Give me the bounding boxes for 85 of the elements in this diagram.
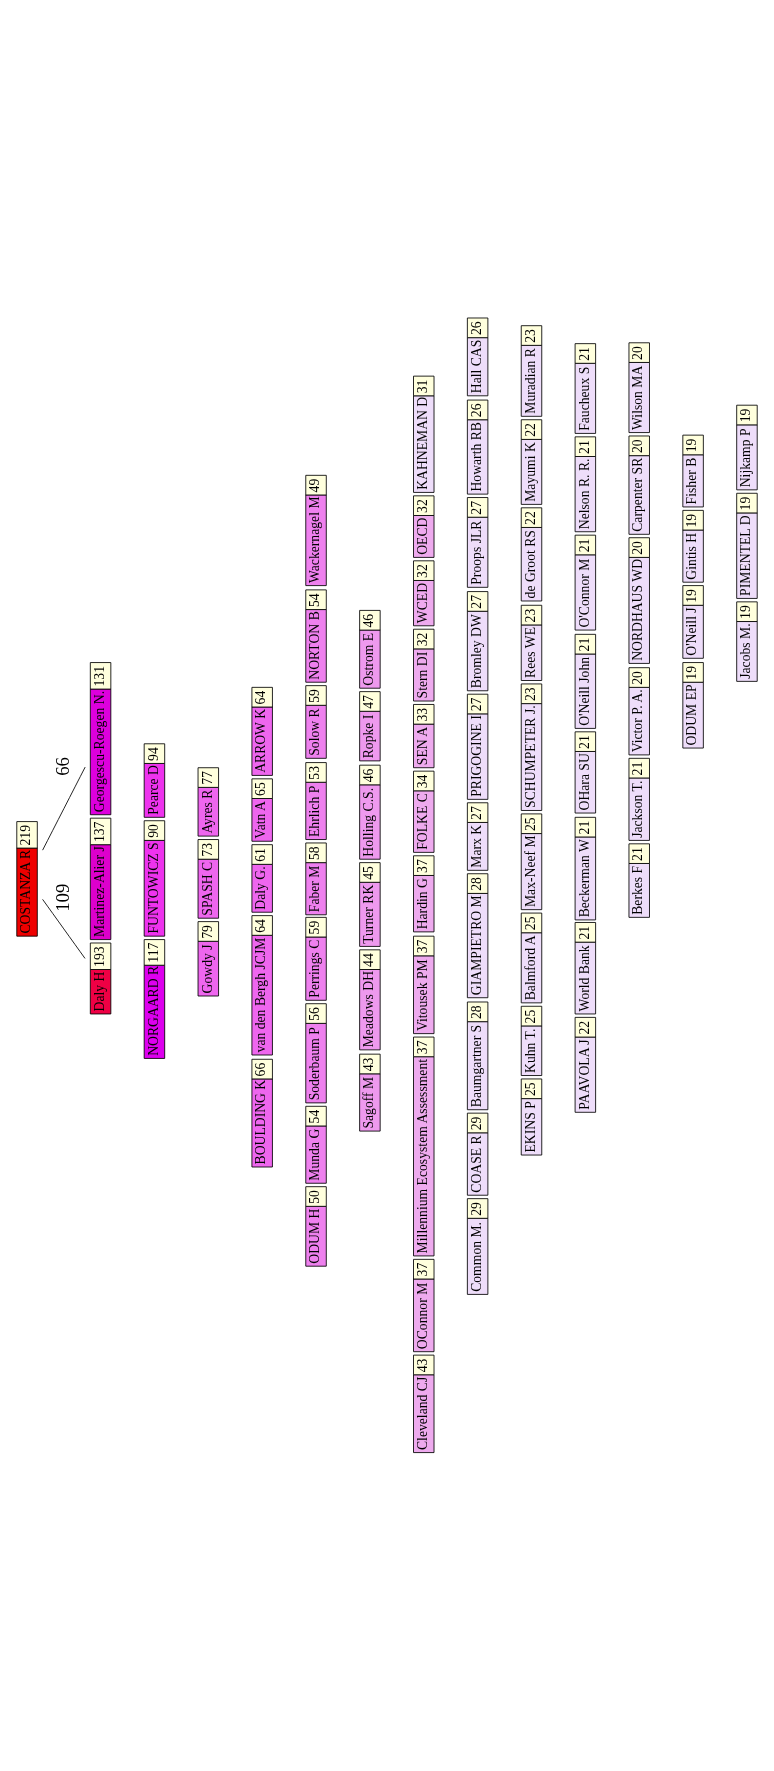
node-label: 94 [145,747,161,761]
node-label: 19 [738,496,754,511]
node-label: 117 [145,942,161,963]
node-label: 21 [630,761,646,776]
node-label: 21 [576,735,592,749]
node-label: 22 [576,1020,592,1035]
node-label: 25 [522,916,538,931]
node-label: 20 [630,541,646,555]
node-label: 46 [361,768,377,783]
node-label: 66 [253,1062,269,1077]
node-label: 21 [576,440,592,454]
node-label: 28 [468,1005,484,1020]
node-label: 21 [576,538,592,553]
node-label: 37 [415,1262,431,1277]
node-label: 64 [253,919,269,933]
node-label: 21 [576,925,592,940]
node-label: 65 [253,782,269,796]
node-label: 131 [91,665,107,687]
node-label: 46 [361,613,377,628]
node-label: 32 [415,632,431,647]
node-label: 19 [684,665,700,680]
node-label: 31 [415,379,431,394]
node-label: 19 [684,438,700,453]
node-label: 23 [522,329,538,343]
node-label: 25 [522,1082,538,1097]
node-label: 50 [307,1190,323,1204]
node-label: 53 [307,766,323,780]
edge-label: 109 [51,883,73,912]
node-label: 19 [738,408,754,423]
connector [42,766,86,851]
node-label: 21 [630,847,646,861]
node-label: 34 [415,774,431,789]
node-label: 26 [468,321,484,336]
node-label: 54 [307,1109,323,1124]
node-label: 27 [468,806,484,820]
node-label: 33 [415,707,431,722]
node-label: 19 [738,605,754,619]
node-label: 20 [630,346,646,360]
node-label: 22 [522,511,538,525]
edge-label: 66 [51,757,73,776]
node-label: 32 [415,499,431,513]
node-label: 23 [522,687,538,702]
node-label: 137 [91,821,107,843]
connector [42,898,86,959]
node-label: 32 [415,564,431,578]
node-label: 26 [468,403,484,418]
node-label: 25 [522,817,538,831]
node-label: 21 [576,637,592,652]
node-label: 59 [307,920,323,935]
node-label: 27 [468,595,484,609]
node-label: 47 [361,695,377,709]
node-label: 58 [307,846,323,861]
node-label: 56 [307,1007,323,1021]
node-label: 43 [361,1057,377,1072]
node-label: 79 [199,925,215,939]
node-label: 219 [18,825,34,846]
node-label: 23 [522,608,538,623]
node-label: 54 [307,593,323,607]
node-label: 193 [91,946,107,967]
node-label: 21 [576,347,592,361]
node-label: 49 [307,478,323,493]
node-label: 19 [684,589,700,603]
node-label: 45 [361,866,377,880]
node-label: 90 [145,824,161,838]
node-label: 61 [253,848,269,862]
node-label: 28 [468,877,484,891]
node-label: 29 [468,1116,484,1131]
node-label: 44 [361,953,377,967]
node-label: 22 [522,423,538,437]
node-label: 77 [199,771,215,785]
node-label: 21 [576,820,592,835]
node-label: 37 [415,939,431,954]
node-label: 20 [630,671,646,685]
node-label: 37 [415,1040,431,1055]
node-label: 64 [253,690,269,705]
node-label: 59 [307,689,323,703]
node-label: 19 [684,513,700,528]
node-label: 27 [468,500,484,515]
node-label: 29 [468,1202,484,1216]
node-label: 20 [630,439,646,454]
node-label: 43 [415,1358,431,1373]
node-label: 73 [199,842,215,857]
node-label: 25 [522,1009,538,1024]
node-label: 37 [415,859,431,873]
node-label: 27 [468,697,484,712]
